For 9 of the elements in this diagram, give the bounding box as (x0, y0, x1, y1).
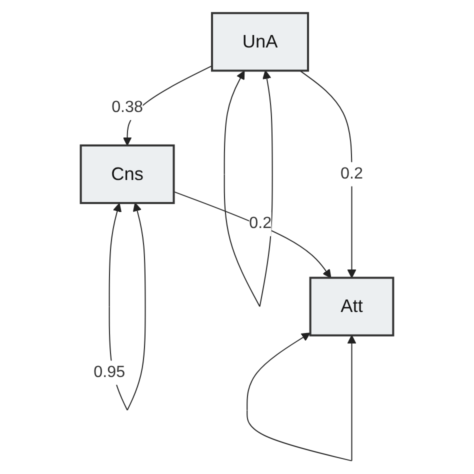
arrow (300, 70, 356, 278)
node-box: UnA (211, 12, 310, 72)
node-box: Att (309, 276, 394, 336)
arrow (174, 191, 332, 278)
edge-label: 0.95 (94, 364, 126, 381)
edge-label: 0.38 (112, 98, 144, 116)
edge-label: 0.2 (340, 165, 363, 182)
edge-label: 0.2 (249, 215, 272, 232)
node-box: Cns (80, 144, 175, 204)
